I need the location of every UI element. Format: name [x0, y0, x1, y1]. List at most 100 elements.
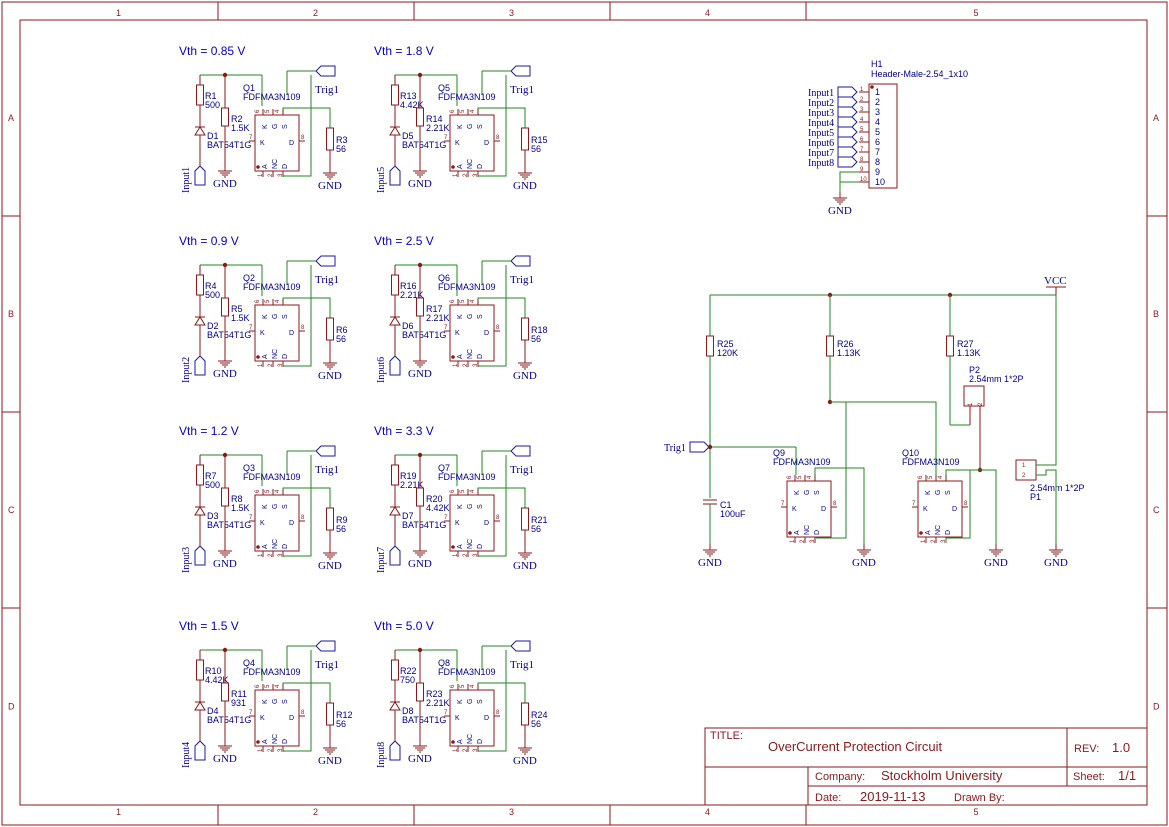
- trigger-label: Trig1: [510, 464, 534, 476]
- trigger-flag: [689, 441, 710, 453]
- pin-number: 7: [912, 501, 916, 507]
- pin-label: K: [455, 715, 460, 722]
- diode-symbol: [194, 126, 206, 136]
- diode-part: BAT54T1G: [402, 140, 446, 150]
- pin-number: 3: [473, 553, 479, 557]
- column-marker-bottom: 1: [116, 807, 121, 817]
- pin-label: D: [945, 530, 952, 535]
- junction-dot: [707, 444, 713, 450]
- gnd-label: GND: [408, 178, 432, 190]
- pin-number: 6: [255, 489, 261, 493]
- pin-number: 6: [918, 475, 924, 479]
- pin-label: K: [260, 140, 265, 147]
- pin-label: D: [289, 520, 294, 527]
- column-marker-bottom: 4: [705, 807, 710, 817]
- pin-number: 4: [470, 489, 476, 493]
- threshold-cell: Vth = 2.5 VR162.21KD6BAT54T1GInput6R172.…: [374, 234, 548, 383]
- resistor-top: [196, 659, 204, 681]
- resistor-divider-ref: R23: [426, 689, 443, 699]
- q10-source-wire: [945, 469, 980, 475]
- pin-label: S: [945, 490, 952, 495]
- resistor-out-ref: R12: [336, 710, 353, 720]
- pin-label: K: [262, 124, 269, 129]
- gnd-label: GND: [513, 560, 537, 572]
- pin-number: 1: [453, 363, 459, 367]
- pin-label: D: [282, 164, 289, 169]
- mosfet-ref: Q6: [438, 273, 450, 283]
- pin1-dot: [256, 545, 260, 549]
- resistor-out: [521, 317, 529, 341]
- pin-label: NC: [467, 734, 474, 744]
- pin-number: 3: [473, 363, 479, 367]
- pin-label: K: [925, 490, 932, 495]
- gnd-label: GND: [408, 753, 432, 765]
- pin-number: 6: [450, 299, 456, 303]
- input-flag: [389, 740, 401, 761]
- c1-value: 100uF: [720, 509, 746, 519]
- gnd-label: GND: [698, 557, 722, 569]
- pin-number: 1: [453, 553, 459, 557]
- pin-number: 7: [444, 325, 448, 331]
- source-wire: [477, 107, 526, 128]
- source-wire: [477, 682, 526, 703]
- pin-label: A: [457, 354, 464, 359]
- resistor-divider-value: 4.42K: [426, 503, 450, 513]
- pin-number: 7: [781, 501, 785, 507]
- threshold-cell: Vth = 1.5 VR104.42KD4BAT54T1GInput4R1193…: [179, 619, 353, 768]
- header-pin-label: 6: [875, 137, 880, 147]
- gnd-label: GND: [513, 755, 537, 767]
- mosfet-part: FDFMA3N109: [243, 282, 301, 292]
- resistor-out: [326, 507, 334, 531]
- resistor-divider: [416, 107, 424, 127]
- header-gnd-wire: [839, 171, 859, 182]
- pin-label: D: [821, 506, 826, 513]
- resistor-out: [326, 127, 334, 151]
- pin-label: NC: [935, 525, 942, 535]
- mosfet-ref: Q4: [243, 658, 255, 668]
- pin-number: 4: [807, 475, 813, 479]
- gnd-label: GND: [513, 370, 537, 382]
- diode-part: BAT54T1G: [207, 330, 251, 340]
- resistor-out: [521, 507, 529, 531]
- pin-number: 1: [921, 539, 927, 543]
- header-input-label: Input1: [808, 88, 834, 99]
- pin-label: D: [484, 715, 489, 722]
- resistor-top-ref: R13: [400, 91, 417, 101]
- header-input-label: Input2: [808, 98, 834, 109]
- pin-number: 5: [265, 489, 271, 493]
- p2-body: [963, 385, 985, 407]
- input-flag: [837, 146, 858, 158]
- mosfet-ref: Q1: [243, 83, 255, 93]
- pin-label: D: [484, 140, 489, 147]
- resistor-top: [391, 274, 399, 296]
- gnd-label: GND: [213, 178, 237, 190]
- junction-dot: [222, 262, 228, 268]
- pin-label: S: [477, 699, 484, 704]
- resistor-out-value: 56: [336, 334, 346, 344]
- diode-ref: D7: [402, 511, 414, 521]
- pin-number: 8: [301, 515, 305, 521]
- diode-ref: D6: [402, 321, 414, 331]
- diode-symbol: [389, 506, 401, 516]
- pin-number: 4: [275, 299, 281, 303]
- resistor-out-value: 56: [531, 524, 541, 534]
- diode-ref: D4: [207, 706, 219, 716]
- pin-number: 1: [453, 748, 459, 752]
- p2-gnd-wire: [980, 469, 997, 544]
- pin1-dot: [870, 85, 874, 89]
- pin-label: D: [484, 520, 489, 527]
- pin-label: D: [952, 506, 957, 513]
- header-pin-label: 3: [875, 107, 880, 117]
- row-marker-right: C: [1153, 505, 1160, 515]
- pin-number: 1: [258, 748, 264, 752]
- header-gnd-wire: [839, 181, 859, 192]
- pin-label: A: [457, 544, 464, 549]
- resistor-top: [391, 659, 399, 681]
- resistor-out-value: 56: [531, 334, 541, 344]
- pin-number: 3: [941, 539, 947, 543]
- c1-ref: C1: [720, 500, 732, 510]
- pin-number: 3: [473, 173, 479, 177]
